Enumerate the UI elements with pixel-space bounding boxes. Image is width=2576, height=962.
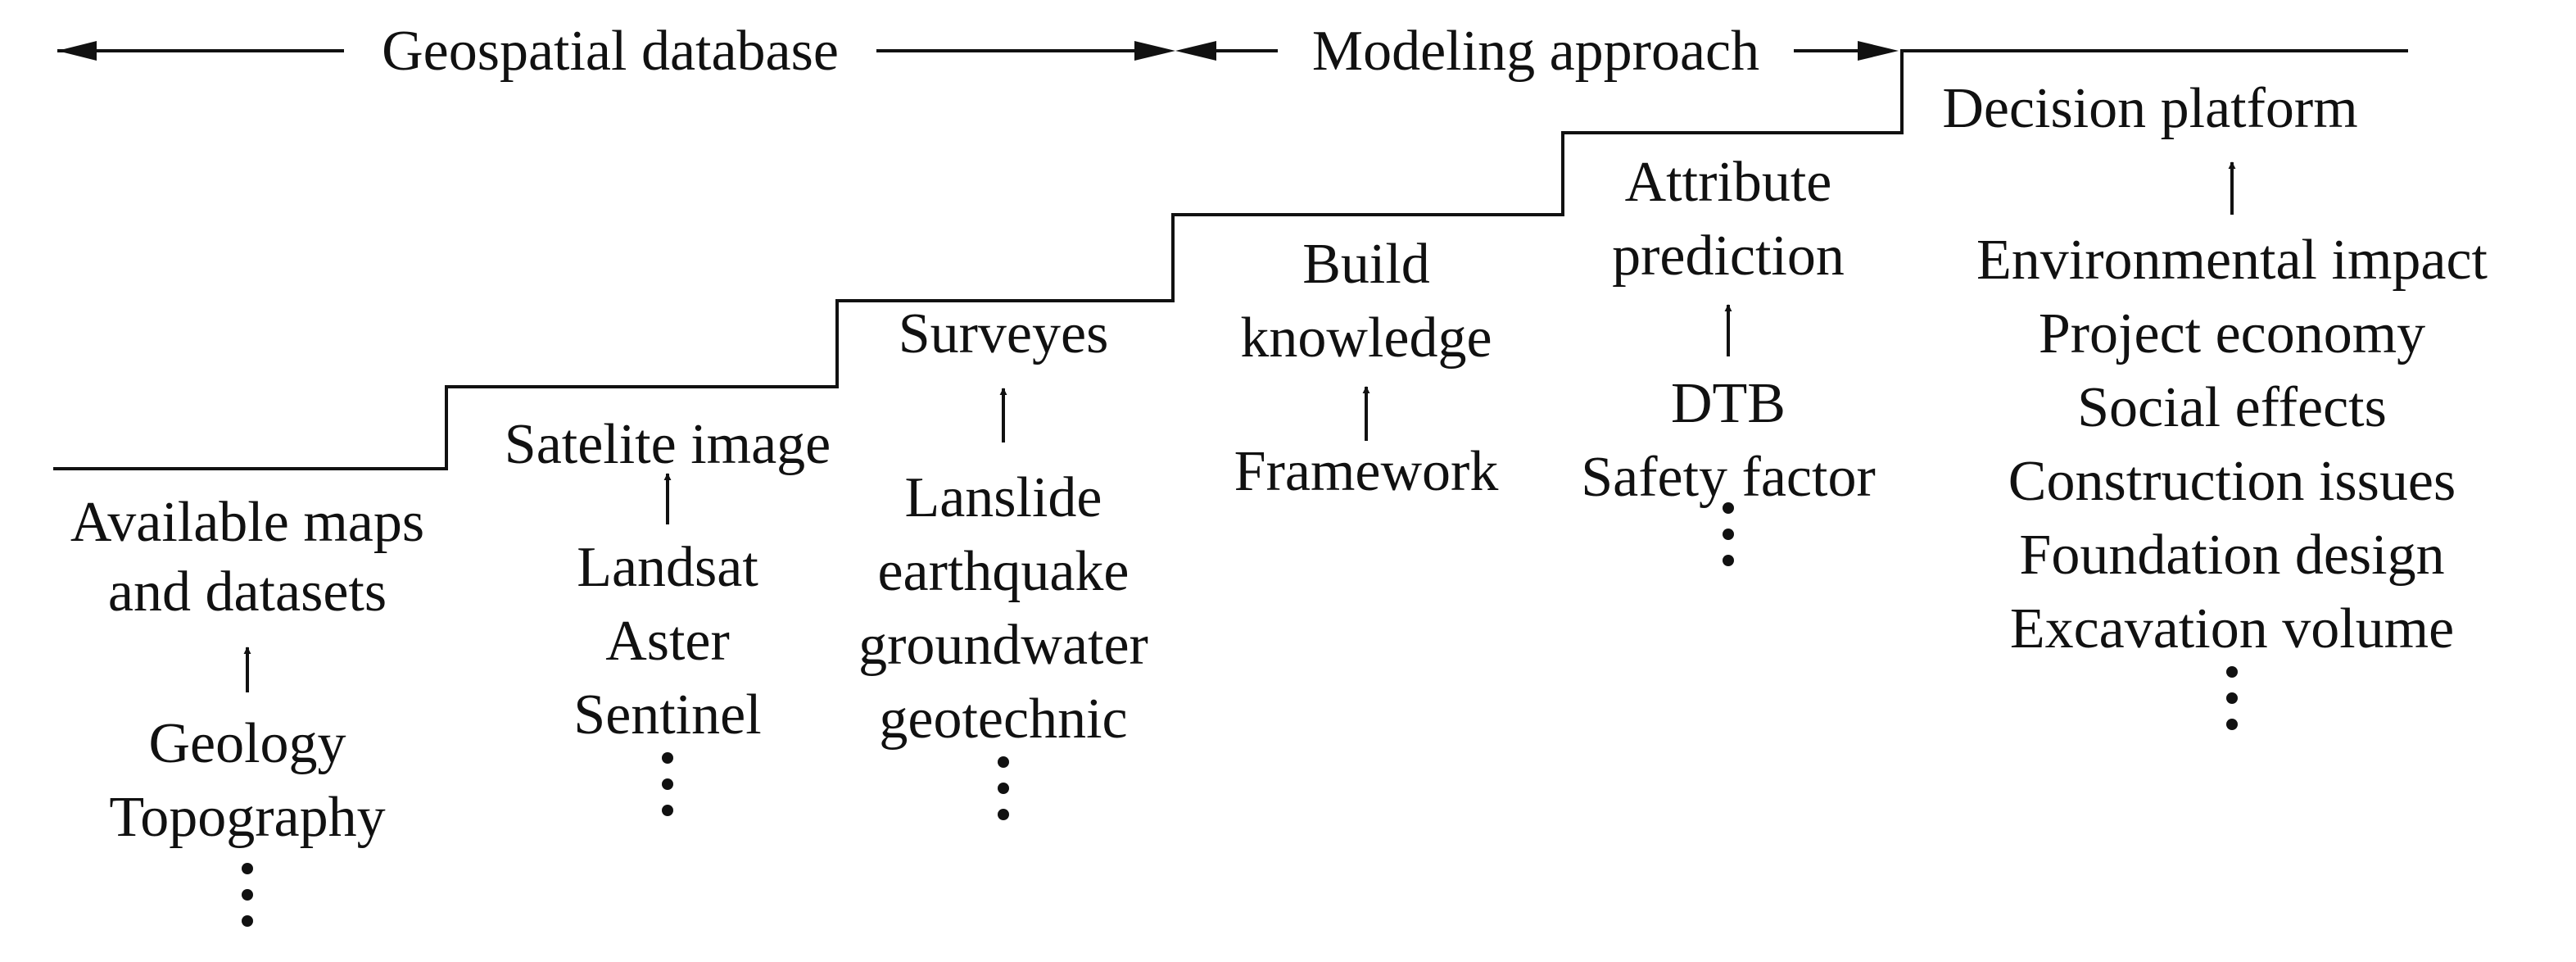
step-item: Topography [109, 786, 385, 849]
phase-span-geospatial-database: Geospatial database [57, 20, 1175, 83]
ellipsis-icon [998, 756, 1009, 820]
arrowhead-right-icon [1134, 41, 1175, 61]
step-item: Aster [605, 610, 730, 673]
phase-label-modeling-approach: Modeling approach [1312, 20, 1759, 83]
ellipsis-icon [242, 863, 253, 927]
step-item: Sentinel [573, 683, 761, 746]
step-item: Framework [1234, 440, 1499, 503]
step-build-knowledge: Build knowledge Framework [1234, 233, 1499, 503]
step-item: Excavation volume [2010, 597, 2454, 660]
arrowhead-left-icon [1175, 41, 1216, 61]
arrowhead-left-icon [57, 41, 97, 61]
ellipsis-icon [1723, 502, 1734, 566]
step-item: earthquake [877, 540, 1129, 603]
step-surveyes: Surveyes Lanslide earthquake groundwater… [858, 302, 1148, 820]
phase-label-geospatial-database: Geospatial database [382, 20, 839, 83]
step-title: prediction [1612, 225, 1845, 288]
step-attribute-prediction: Attribute prediction DTB Safety factor [1581, 151, 1876, 566]
step-title: Surveyes [899, 302, 1109, 365]
arrowhead-right-icon [1858, 41, 1899, 61]
phase-span-modeling-approach: Modeling approach [1175, 20, 1899, 83]
step-item: Safety factor [1581, 446, 1876, 509]
ellipsis-icon [662, 752, 673, 816]
step-item: Social effects [2077, 376, 2387, 439]
ellipsis-icon [2226, 666, 2238, 730]
step-satelite-image: Satelite image Landsat Aster Sentinel [505, 413, 831, 816]
step-item: geotechnic [879, 687, 1127, 751]
step-item: Project economy [2039, 302, 2425, 365]
step-title: Satelite image [505, 413, 831, 476]
step-item: groundwater [858, 614, 1148, 677]
step-title: Attribute [1625, 151, 1832, 214]
step-item: Environmental impact [1976, 229, 2488, 292]
step-title: and datasets [108, 560, 387, 624]
step-item: Construction issues [2008, 450, 2456, 513]
step-item: Geology [148, 712, 346, 775]
step-item: Landsat [577, 536, 758, 599]
step-item: DTB [1671, 372, 1786, 435]
step-title: knowledge [1240, 306, 1492, 370]
step-decision-platform: Decision platform Environmental impact P… [1942, 77, 2488, 730]
step-available-maps: Available maps and datasets Geology Topo… [70, 491, 424, 927]
staircase-line [53, 49, 2408, 470]
step-item: Lanslide [904, 466, 1102, 529]
step-title: Available maps [70, 491, 424, 554]
step-item: Foundation design [2019, 524, 2444, 587]
step-title: Decision platform [1942, 77, 2357, 140]
step-title: Build [1302, 233, 1430, 296]
